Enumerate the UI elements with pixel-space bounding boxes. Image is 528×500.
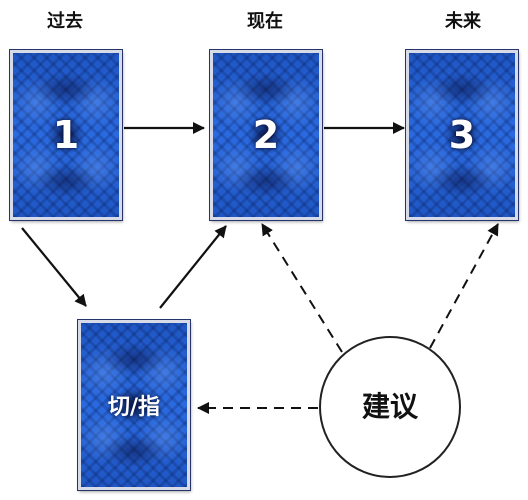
card-future-label: 3 xyxy=(448,113,476,157)
card-past-label: 1 xyxy=(52,113,80,157)
advice-label: 建议 xyxy=(361,390,418,423)
arrow-past-to-cut xyxy=(21,227,87,307)
card-past: 1 xyxy=(10,50,122,220)
arrow-cut-to-present xyxy=(159,225,227,309)
heading-future: 未来 xyxy=(445,11,481,32)
card-cut-label: 切/指 xyxy=(107,395,161,420)
heading-past: 过去 xyxy=(47,11,83,32)
advice-circle: 建议 xyxy=(319,336,461,478)
card-present-label: 2 xyxy=(252,113,280,157)
heading-present: 现在 xyxy=(247,11,283,32)
dashed-arrow-advice-to-present xyxy=(261,223,343,353)
dashed-arrow-advice-to-future xyxy=(429,223,499,349)
card-present: 2 xyxy=(210,50,322,220)
card-cut: 切/指 xyxy=(78,320,190,490)
card-future: 3 xyxy=(406,50,518,220)
